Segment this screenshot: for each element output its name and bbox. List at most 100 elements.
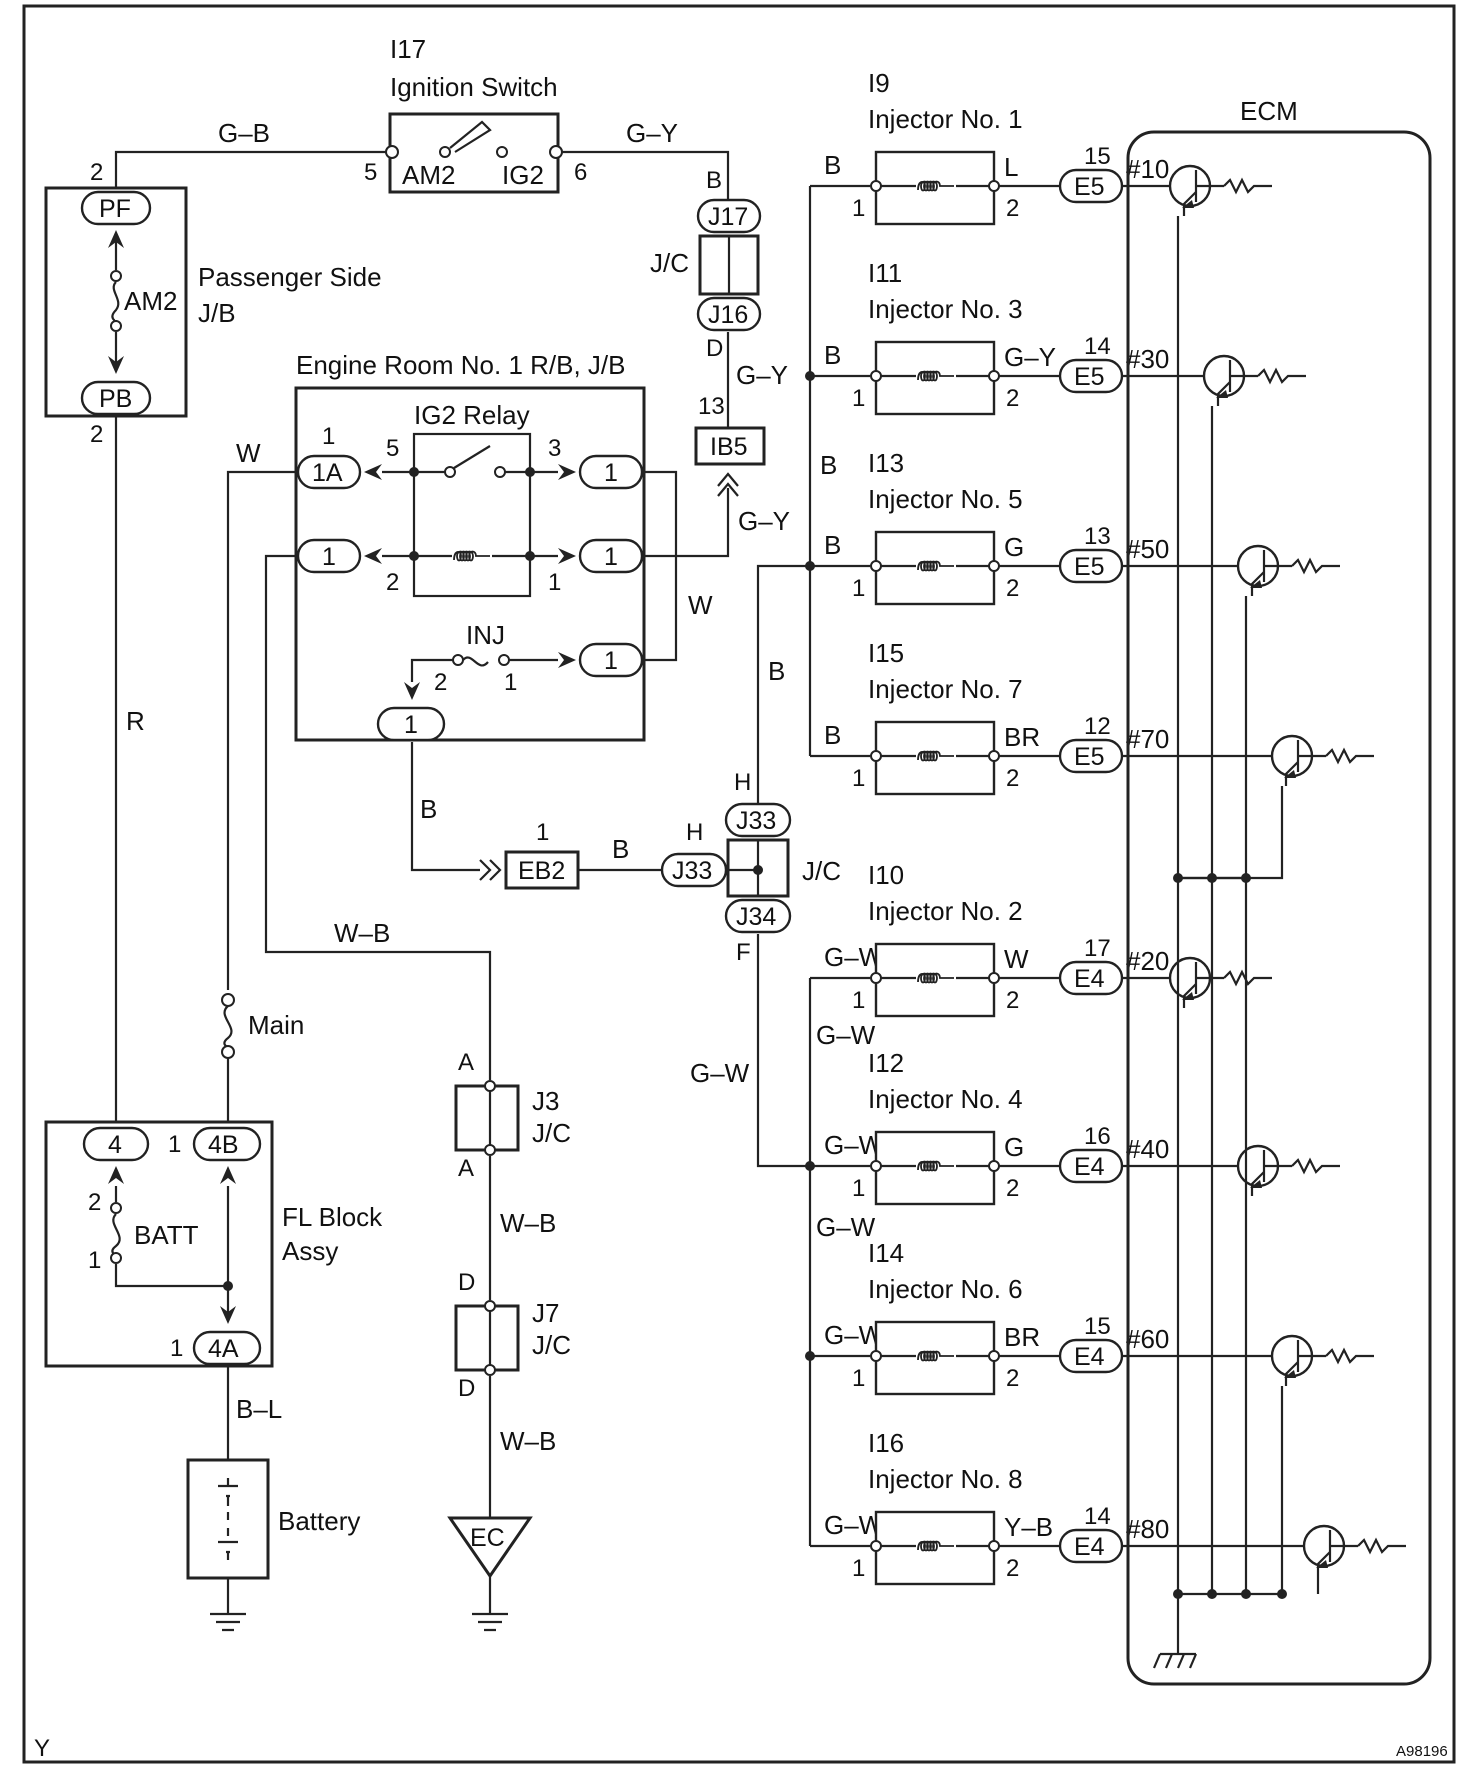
injector-id: I13 <box>868 448 904 478</box>
wire-g-b <box>114 150 386 188</box>
er-pin-3: 3 <box>548 435 561 462</box>
injector-out-color: L <box>1004 152 1018 182</box>
junction-j3: A J3 J/C A <box>454 1049 571 1182</box>
er-pin-5: 5 <box>386 435 399 462</box>
wire-label-g-b: G–B <box>218 118 270 148</box>
injector-in-color: B <box>824 720 841 750</box>
fuse-inj: INJ <box>466 620 505 650</box>
ecm-connector: E4 <box>1074 1343 1105 1371</box>
junction-j7: D J7 J/C D <box>454 1269 571 1402</box>
ecm-terminal: #40 <box>1126 1134 1169 1164</box>
injector-in-color: B <box>824 340 841 370</box>
j3-jc: J/C <box>532 1118 571 1148</box>
wire-w-b <box>264 554 492 1080</box>
ecm-connector-pin: 14 <box>1084 333 1111 360</box>
footer-code: A98196 <box>1396 1743 1448 1760</box>
ecm: ECM <box>1122 96 1432 1686</box>
ecm-connector: E5 <box>1074 363 1105 391</box>
ecm-terminal: #60 <box>1126 1324 1169 1354</box>
injector-id: I12 <box>868 1048 904 1078</box>
injector-id: I14 <box>868 1238 904 1268</box>
injector-name: Injector No. 8 <box>868 1464 1023 1494</box>
wire-label-g-w-1: G–W <box>816 1020 876 1050</box>
er-pin-1b: 1 <box>548 569 561 596</box>
wire-label-g-y-top: G–Y <box>626 118 678 148</box>
fuse-batt: BATT <box>134 1220 199 1250</box>
injector-name: Injector No. 7 <box>868 674 1023 704</box>
injector-out-color: G–Y <box>1004 342 1056 372</box>
ecm-connector-pin: 16 <box>1084 1123 1111 1150</box>
er-pin-2b: 2 <box>434 669 447 696</box>
ib5-pin: 13 <box>698 393 725 420</box>
injector-pin-2: 2 <box>1006 1365 1019 1392</box>
injector-out-color: W <box>1004 944 1029 974</box>
injector-pin-1: 1 <box>852 195 865 222</box>
ignition-switch-name: Ignition Switch <box>390 72 558 102</box>
ignition-switch-id: I17 <box>390 34 426 64</box>
ground-ec: EC <box>447 1516 533 1632</box>
injector-pin-1: 1 <box>852 765 865 792</box>
injector-pin-2: 2 <box>1006 1555 1019 1582</box>
ignition-switch: I17 Ignition Switch AM2 IG2 5 6 <box>364 34 587 194</box>
injector-out-color: Y–B <box>1004 1512 1053 1542</box>
wire-label-w-b-low: W–B <box>500 1426 556 1456</box>
pin-d1: D <box>458 1269 475 1296</box>
ecm-transistor <box>1202 354 1306 406</box>
er-pin-2: 2 <box>386 569 399 596</box>
injector-name: Injector No. 3 <box>868 294 1023 324</box>
injector-pin-1: 1 <box>852 1365 865 1392</box>
ecm-connector: E5 <box>1074 743 1105 771</box>
ecm-terminal: #80 <box>1126 1514 1169 1544</box>
ecm-connector-pin: 15 <box>1084 1313 1111 1340</box>
wire-g-y-top <box>562 150 730 200</box>
injector-id: I16 <box>868 1428 904 1458</box>
ecm-terminal: #50 <box>1126 534 1169 564</box>
injector-pin-2: 2 <box>1006 195 1019 222</box>
wire-label-b-bus: B <box>768 656 785 686</box>
switch-terminal-ig2: IG2 <box>502 160 544 190</box>
injector-out-color: BR <box>1004 1322 1040 1352</box>
injector-name: Injector No. 4 <box>868 1084 1023 1114</box>
injector-id: I9 <box>868 68 890 98</box>
wire-label-w-left: W <box>236 438 261 468</box>
wire-label-g-w-mid: G–W <box>690 1058 750 1088</box>
injector-name: Injector No. 1 <box>868 104 1023 134</box>
wire-label-w-b-mid: W–B <box>500 1208 556 1238</box>
fl-pin-2: 2 <box>88 1189 101 1216</box>
connector-fl-4: 4 <box>108 1131 122 1159</box>
fl-pin-1-mid: 1 <box>88 1247 101 1274</box>
pin-f: F <box>736 939 751 966</box>
injector-id: I15 <box>868 638 904 668</box>
injector-pin-2: 2 <box>1006 1175 1019 1202</box>
passenger-jb-name-2: J/B <box>198 298 236 328</box>
pin-d2: D <box>458 1375 475 1402</box>
injector-pin-2: 2 <box>1006 765 1019 792</box>
wire-label-w-b-top: W–B <box>334 918 390 948</box>
connector-eb2: EB2 <box>518 857 565 885</box>
injector-pin-2: 2 <box>1006 385 1019 412</box>
injector-id: I10 <box>868 860 904 890</box>
connector-fl-4a: 4A <box>208 1335 239 1363</box>
ecm-transistor <box>1302 1524 1406 1576</box>
connector-j33-top: J33 <box>736 807 776 835</box>
injector-out-color: BR <box>1004 722 1040 752</box>
junction-connector-lower: H J33 H J33 J/C J34 F <box>660 769 841 966</box>
connector-ib5: IB5 <box>710 433 748 461</box>
wire-label-b-down: B <box>420 794 437 824</box>
wire-label-b-l: B–L <box>236 1394 282 1424</box>
ecm-transistor <box>1168 956 1272 1008</box>
wire-label-g-y-mid: G–Y <box>736 360 788 390</box>
ecm-label: ECM <box>1240 96 1298 126</box>
ecm-connector-pin: 14 <box>1084 1503 1111 1530</box>
injector-out-color: G <box>1004 532 1024 562</box>
connector-fl-4b: 4B <box>208 1131 239 1159</box>
connector-pf: PF <box>99 195 131 223</box>
jb-pin-top: 2 <box>90 159 103 186</box>
pin-b: B <box>706 167 722 194</box>
battery: Battery <box>186 1458 360 1580</box>
